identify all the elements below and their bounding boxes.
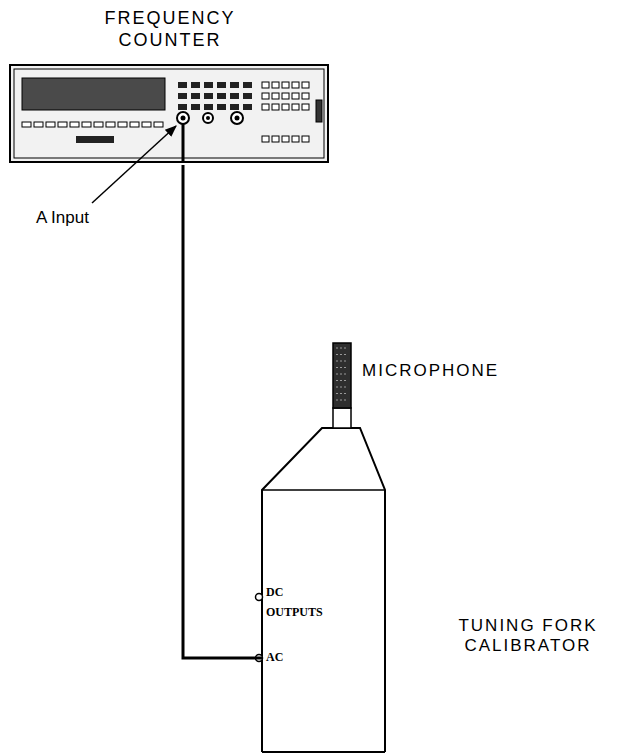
dc-jack	[256, 594, 263, 601]
key	[178, 82, 187, 88]
key	[70, 122, 79, 127]
key	[302, 104, 309, 110]
key	[130, 122, 139, 127]
key	[282, 82, 289, 88]
key	[204, 93, 213, 99]
output-label: DC	[266, 585, 326, 599]
key	[94, 122, 103, 127]
output-label: OUTPUTS	[266, 605, 346, 619]
part-label: MICROPHONE	[362, 361, 562, 381]
signal-cable	[183, 165, 262, 658]
device-title: FREQUENCY COUNTER	[70, 8, 270, 51]
microphone	[333, 343, 351, 408]
key	[262, 136, 269, 142]
key	[272, 104, 279, 110]
key	[272, 136, 279, 142]
key	[118, 122, 127, 127]
key	[292, 104, 299, 110]
key	[46, 122, 55, 127]
key	[292, 136, 299, 142]
key	[262, 104, 269, 110]
key	[204, 82, 213, 88]
key	[302, 82, 309, 88]
key	[262, 82, 269, 88]
device-title: TUNING FORK CALIBRATOR	[428, 616, 628, 657]
output-label: AC	[266, 650, 326, 664]
key	[191, 104, 200, 110]
key	[230, 104, 239, 110]
key	[230, 93, 239, 99]
key	[178, 93, 187, 99]
key	[243, 93, 252, 99]
key	[282, 93, 289, 99]
leader-arrow	[92, 126, 176, 203]
key	[191, 93, 200, 99]
key	[142, 122, 151, 127]
key	[292, 82, 299, 88]
key	[262, 93, 269, 99]
input-label: A Input	[36, 208, 136, 228]
key	[82, 122, 91, 127]
key	[302, 93, 309, 99]
key	[217, 93, 226, 99]
key	[292, 93, 299, 99]
tuning-fork-calibrator: TUNING FORK CALIBRATOR DC OUTPUTS AC	[262, 490, 628, 752]
key	[178, 104, 187, 110]
key	[22, 122, 31, 127]
key	[302, 136, 309, 142]
key	[272, 93, 279, 99]
a-input-jack	[177, 112, 189, 124]
key	[217, 82, 226, 88]
key	[243, 82, 252, 88]
key	[154, 122, 163, 127]
key	[58, 122, 67, 127]
key	[282, 104, 289, 110]
key	[204, 104, 213, 110]
key	[282, 136, 289, 142]
key	[76, 136, 114, 143]
key	[272, 82, 279, 88]
key	[217, 104, 226, 110]
frequency-counter: FREQUENCY COUNTER	[10, 8, 330, 165]
key	[243, 104, 252, 110]
frequency-counter	[10, 65, 328, 162]
calibrator-body	[256, 408, 386, 752]
key	[191, 82, 200, 88]
key	[34, 122, 43, 127]
key	[106, 122, 115, 127]
key	[230, 82, 239, 88]
